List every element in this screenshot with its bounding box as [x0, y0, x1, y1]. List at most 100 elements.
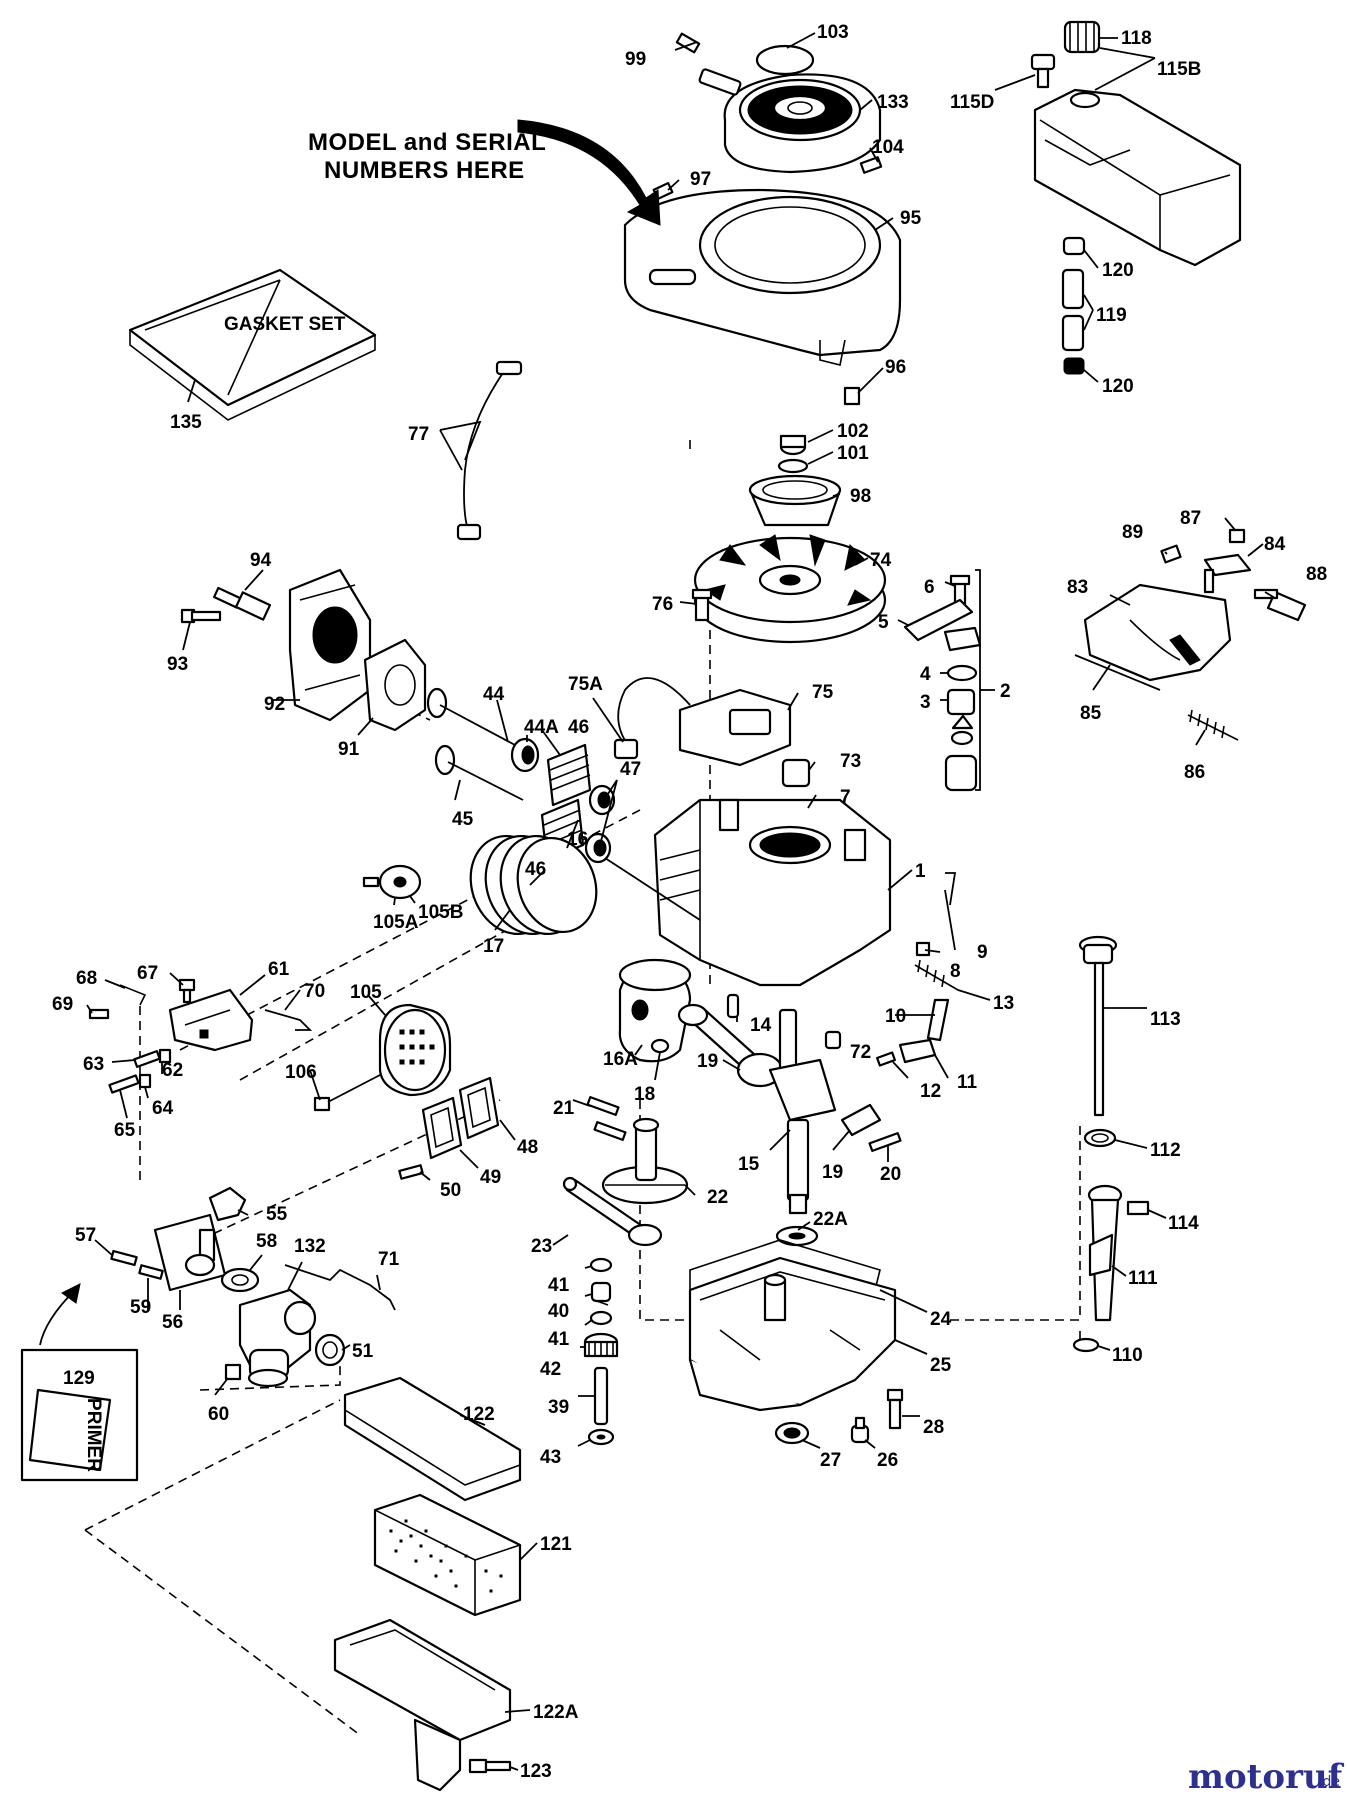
label-95: 95: [900, 208, 922, 229]
label-4: 4: [920, 664, 931, 685]
leader-lines: [86, 32, 1276, 1771]
part-76-screw: [691, 588, 713, 622]
part-25-sump: [688, 1256, 897, 1412]
part-56-intake: [153, 1213, 227, 1292]
part-57-screw: [110, 1249, 138, 1267]
label-73: 73: [840, 751, 861, 772]
label-133: 133: [877, 92, 909, 113]
label-41-top: 41: [548, 1275, 570, 1296]
part-12-screw: [876, 1051, 896, 1067]
part-120-grommet-bottom: [1063, 357, 1085, 375]
label-88: 88: [1306, 564, 1327, 585]
label-2: 2: [1000, 681, 1011, 702]
label-23: 23: [531, 1236, 552, 1257]
label-64: 64: [152, 1098, 174, 1119]
part-5-bracket: [903, 598, 982, 652]
label-22A: 22A: [813, 1209, 848, 1230]
label-9: 9: [977, 942, 988, 963]
callout-line-2: NUMBERS HERE: [324, 157, 525, 184]
label-104: 104: [872, 137, 904, 158]
label-41-bottom: 41: [548, 1329, 570, 1350]
label-105B: 105B: [418, 902, 463, 923]
label-112: 112: [1150, 1140, 1181, 1161]
label-42: 42: [540, 1359, 561, 1380]
label-93: 93: [167, 654, 188, 675]
part-11-bracket: [898, 1038, 937, 1064]
label-40: 40: [548, 1301, 569, 1322]
label-111: 111: [1128, 1268, 1158, 1289]
part-96-screw: [843, 386, 861, 406]
part-101-washer: [777, 458, 809, 474]
label-59: 59: [130, 1297, 151, 1318]
part-83-control-plate: [1083, 583, 1232, 682]
part-16A-piston: [618, 958, 692, 1063]
part-19-rod-cap: [840, 1103, 882, 1137]
part-115B-fuel-tank: [1033, 88, 1242, 267]
part-106-bolt: [313, 1074, 381, 1112]
label-92: 92: [264, 694, 285, 715]
label-49: 49: [480, 1167, 501, 1188]
part-93-bolt: [180, 608, 222, 624]
label-21: 21: [553, 1098, 575, 1119]
model-serial-callout: MODEL and SERIAL NUMBERS HERE: [308, 129, 546, 184]
label-51: 51: [352, 1341, 374, 1362]
label-105: 105: [350, 982, 382, 1003]
label-19-rod: 19: [697, 1051, 718, 1072]
primer-arrow: [39, 1283, 81, 1346]
label-16: 16: [567, 829, 588, 850]
label-89: 89: [1122, 522, 1143, 543]
part-70-link: [264, 1009, 313, 1031]
part-39-shaft: [593, 1366, 609, 1426]
part-133-rewind-starter: [698, 68, 882, 174]
part-8-nut: [915, 941, 931, 957]
label-7: 7: [840, 787, 851, 808]
part-72-plug: [824, 1030, 842, 1050]
part-43-washer: [587, 1428, 615, 1446]
part-104-screw: [859, 156, 883, 174]
part-118-fuel-cap: [1063, 20, 1101, 54]
label-45: 45: [452, 809, 474, 830]
part-labels: 103 99 133 104 97 95 96 118 115B 115D 12…: [52, 22, 1327, 1782]
part-68-spring: [119, 984, 147, 1006]
label-75A: 75A: [568, 674, 603, 695]
part-50-screw: [398, 1164, 424, 1180]
label-77: 77: [408, 424, 429, 445]
label-47: 47: [620, 759, 641, 780]
part-41-washer-bottom: [589, 1310, 613, 1326]
label-3: 3: [920, 692, 931, 713]
label-67: 67: [137, 963, 158, 984]
label-84: 84: [1264, 534, 1286, 555]
label-118: 118: [1121, 28, 1152, 49]
part-28-bolt: [886, 1388, 904, 1430]
label-19-cap: 19: [822, 1162, 843, 1183]
part-47-retainers: [584, 784, 616, 864]
label-25: 25: [930, 1355, 952, 1376]
label-68: 68: [76, 968, 97, 989]
part-14-pin: [726, 993, 740, 1019]
label-97: 97: [690, 169, 711, 190]
part-23-compression-release: [562, 1176, 663, 1247]
label-123: 123: [520, 1761, 552, 1782]
label-6: 6: [924, 577, 935, 598]
part-95-blower-housing: [623, 188, 902, 366]
part-85-link: [1074, 654, 1161, 691]
part-51-gasket: [314, 1333, 346, 1367]
part-132-carburetor: [238, 1288, 317, 1388]
part-71-link: [284, 1264, 396, 1311]
label-44A: 44A: [524, 717, 559, 738]
part-49-gasket: [421, 1096, 463, 1160]
part-61-control-bracket: [168, 988, 254, 1052]
label-11: 11: [957, 1072, 978, 1093]
label-43: 43: [540, 1447, 561, 1468]
part-77-ignition-wire: [456, 360, 523, 541]
part-114-screw: [1126, 1200, 1150, 1216]
part-63-62-screws: [133, 1048, 172, 1068]
label-86: 86: [1184, 762, 1205, 783]
part-48-gasket: [458, 1076, 500, 1140]
part-135-gasket-set: GASKET SET: [128, 268, 377, 421]
bracket-2: [975, 569, 995, 791]
part-119-tubes: [1061, 268, 1085, 352]
label-62: 62: [162, 1060, 183, 1081]
label-122: 122: [463, 1404, 495, 1425]
part-123-screw: [468, 1758, 512, 1774]
